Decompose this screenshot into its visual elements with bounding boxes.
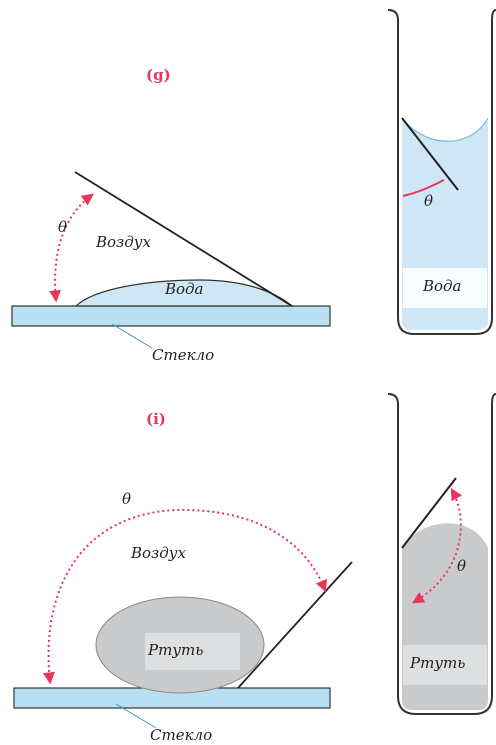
- air-label: Воздух: [95, 233, 151, 251]
- liquid-label: Ртуть: [147, 641, 203, 659]
- substrate-label: Стекло: [152, 346, 214, 364]
- substrate-label: Стекло: [150, 726, 212, 744]
- panel-i-label: (i): [146, 410, 166, 428]
- panel-g-label: (g): [146, 66, 171, 84]
- tube-liquid-label: Ртуть: [409, 654, 465, 672]
- panel-i: (i) θ Воздух Ртуть Стекло: [14, 410, 352, 744]
- angle-label: θ: [122, 490, 131, 508]
- liquid-label: Вода: [164, 280, 204, 298]
- contact-angle-arc: [55, 195, 92, 300]
- tube-water: θ Вода: [388, 10, 496, 334]
- angle-label: θ: [58, 218, 67, 236]
- tube-mercury: θ Ртуть: [388, 394, 496, 714]
- air-label: Воздух: [130, 544, 186, 562]
- panel-g: (g) θ Воздух Вода Стекло: [12, 66, 330, 364]
- glass-pointer: [112, 324, 152, 348]
- tube-liquid-label: Вода: [422, 277, 462, 295]
- tube-angle-label: θ: [457, 557, 466, 575]
- glass-plate: [12, 306, 330, 326]
- tube-angle-label: θ: [424, 192, 433, 210]
